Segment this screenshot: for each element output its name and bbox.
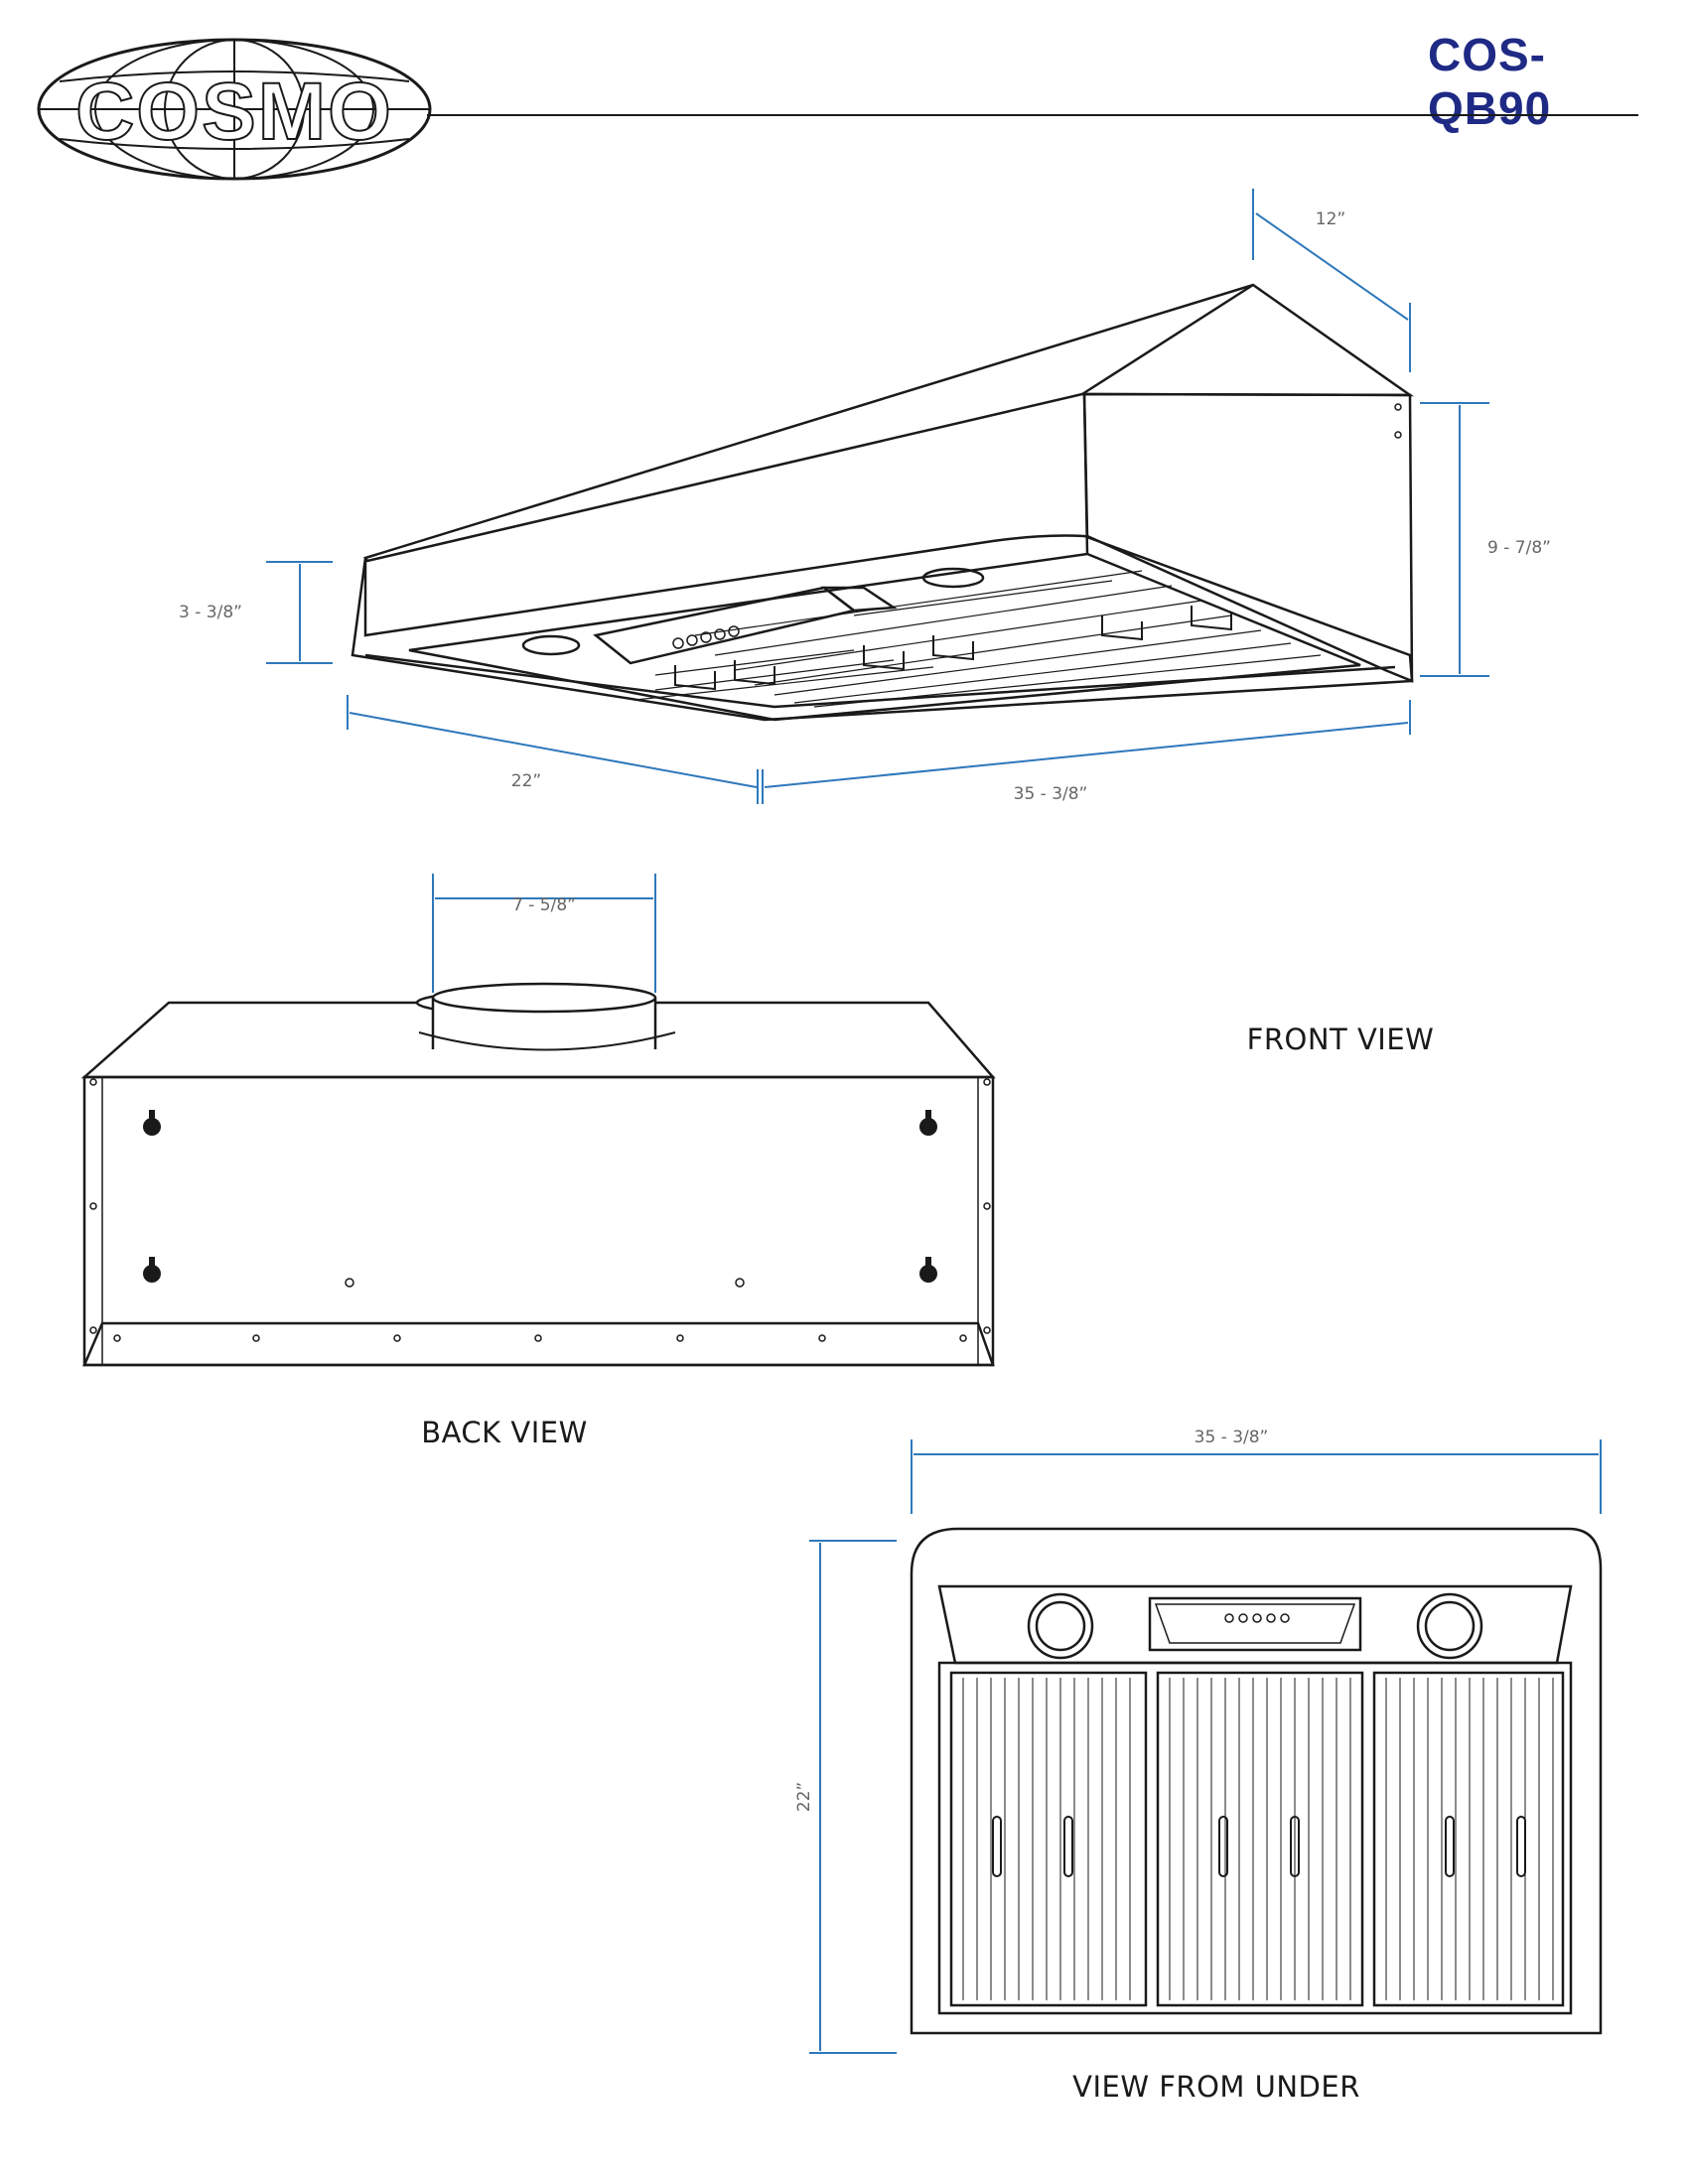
under-dimensions: [809, 1439, 1602, 2054]
dim-height-front: 3 - 3/8”: [179, 603, 242, 622]
front-view-drawing: [351, 283, 1414, 722]
under-control-buttons: [1224, 1613, 1290, 1623]
front-view-label: FRONT VIEW: [1246, 1023, 1435, 1056]
back-view-label: BACK VIEW: [421, 1416, 588, 1449]
under-view-drawing: [910, 1527, 1603, 2035]
front-dimensions: [266, 189, 1489, 804]
dim-duct-diameter: 7 - 5/8”: [512, 895, 576, 915]
cosmo-logo: COSMO: [37, 38, 432, 181]
dim-width-front: 35 - 3/8”: [1014, 784, 1088, 804]
dim-width-under: 35 - 3/8”: [1195, 1428, 1269, 1447]
front-control-buttons: [672, 625, 740, 649]
dim-depth-under: 22”: [794, 1782, 814, 1812]
baffle-lines: [962, 1678, 1554, 2000]
keyhole-slots: [143, 1110, 937, 1283]
dim-depth-top: 12”: [1316, 209, 1345, 229]
back-dimensions: [432, 874, 656, 993]
back-view-drawing: [80, 982, 996, 1367]
dim-height-back: 9 - 7/8”: [1487, 538, 1551, 558]
under-handles: [992, 1816, 1526, 1877]
cosmo-logo-text: COSMO: [75, 67, 393, 157]
under-view-label: VIEW FROM UNDER: [1072, 2070, 1360, 2104]
dim-depth-side: 22”: [511, 771, 541, 791]
back-screws: [89, 1078, 991, 1342]
